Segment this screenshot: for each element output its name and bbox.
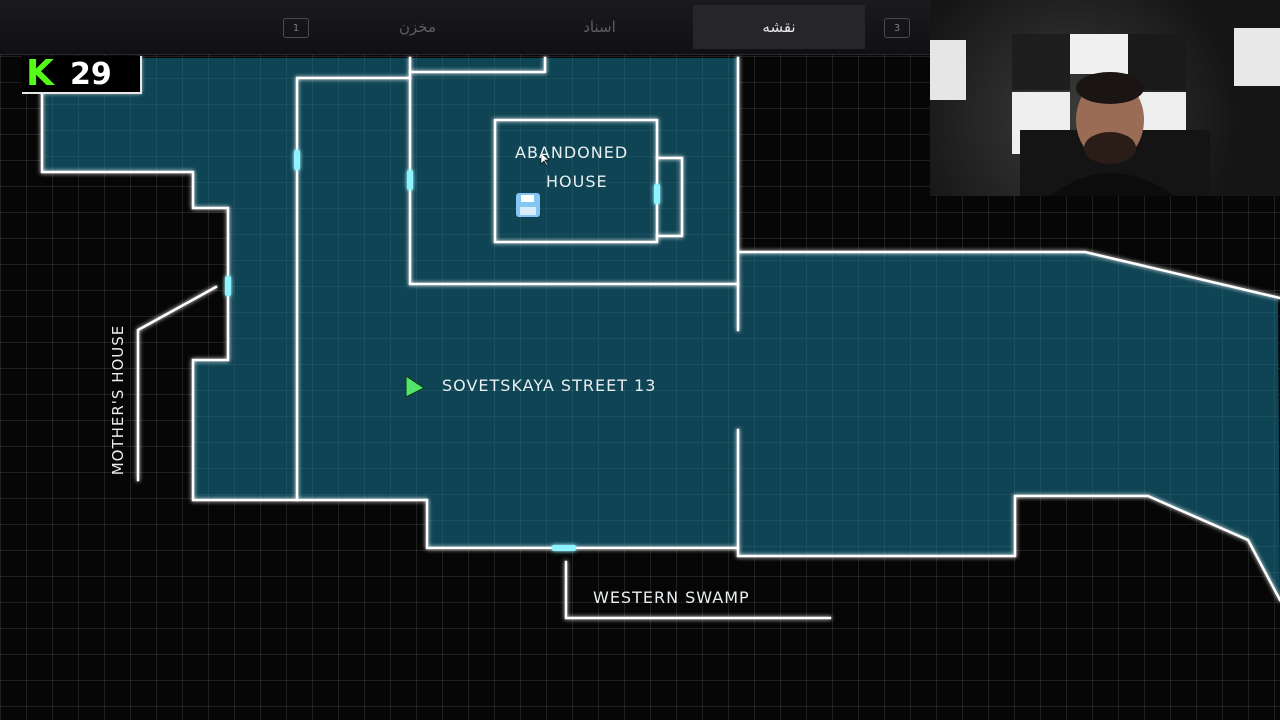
- player-location-label: SOVETSKAYA STREET 13: [442, 376, 657, 395]
- webcam-feed: [930, 28, 1280, 196]
- tab-inventory[interactable]: مخزن: [398, 18, 436, 36]
- next-tab-key-hint: 3: [884, 18, 910, 38]
- mothers-house-label: MOTHER'S HOUSE: [109, 324, 127, 476]
- tab-map[interactable]: نقشه: [693, 5, 865, 49]
- tab-documents[interactable]: اسناد: [583, 18, 616, 36]
- follower-count: 29: [70, 56, 112, 92]
- player-marker-icon: [405, 375, 425, 398]
- webcam-overlay: [930, 0, 1280, 196]
- map-walls: [40, 56, 1280, 620]
- mouse-cursor-icon: [540, 152, 550, 167]
- kick-logo-icon: K: [26, 53, 54, 94]
- floppy-disk-icon[interactable]: [516, 193, 540, 217]
- kick-follower-badge: K 29: [22, 56, 142, 94]
- abandoned-house-label-2: HOUSE: [546, 172, 608, 191]
- map-doors: [225, 150, 660, 551]
- prev-tab-key-hint: 1: [283, 18, 309, 38]
- abandoned-house-label: ABANDONED: [515, 143, 629, 162]
- western-swamp-label: WESTERN SWAMP: [593, 588, 750, 607]
- menu-tab-bar: 1 مخزن اسناد نقشه 3: [0, 0, 930, 55]
